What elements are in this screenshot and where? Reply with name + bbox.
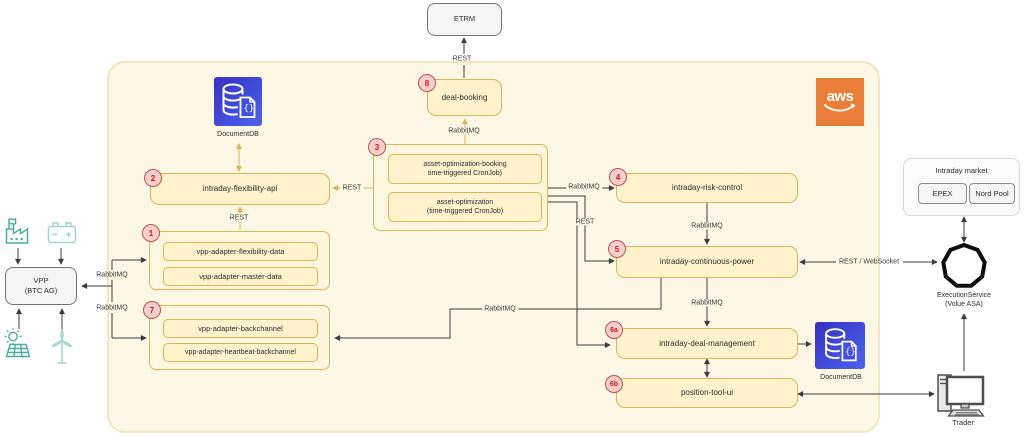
docdb-braces-glyph: {} xyxy=(845,348,855,358)
node-intraday-flexibility-api: intraday-flexibility-api xyxy=(150,173,330,205)
node-asset-optimization-booking: asset-optimization-booking time-triggere… xyxy=(388,154,542,184)
node-vpp-adapter-flexibility-data: vpp-adapter-flexibility-data xyxy=(163,242,318,261)
node-intraday-deal-management: intraday-deal-management xyxy=(616,328,798,359)
execution-service-icon xyxy=(940,242,988,290)
edge-label-rest-power: REST xyxy=(573,218,597,226)
asset-optimization-line1: asset-optimization xyxy=(436,198,494,206)
node-position-tool-ui: position-tool-ui xyxy=(616,378,798,408)
node-intraday-continuous-power: intraday-continuous-power xyxy=(616,246,798,278)
documentdb-icon-right: {} xyxy=(815,322,865,369)
node-intraday-risk-control: intraday-risk-control xyxy=(616,173,798,203)
badge-1: 1 xyxy=(142,224,160,242)
trader-computer-icon xyxy=(936,370,990,418)
trader-caption: Trader xyxy=(952,418,974,427)
documentdb-icon-top: {} xyxy=(214,77,262,126)
epex-box: EPEX xyxy=(918,183,967,204)
badge-7: 7 xyxy=(143,301,161,319)
node-vpp-adapter-heartbeat-backchannel: vpp-adapter-heartbeat-backchannel xyxy=(163,343,318,362)
wind-turbine-icon xyxy=(47,328,77,366)
edge-label-rest-etrm: REST xyxy=(452,55,472,63)
edge-label-rest-flex-bottom: REST xyxy=(227,214,251,222)
documentdb-top-caption: DocumentDB xyxy=(217,131,259,138)
group-vpp-adapter-backchannel: vpp-adapter-backchannel vpp-adapter-hear… xyxy=(149,305,330,370)
badge-2: 2 xyxy=(144,169,162,187)
vpp-label-line2: (BTC AG) xyxy=(24,286,58,295)
edge-label-rabbitmq-risk: RabbitMQ xyxy=(566,183,602,191)
node-deal-booking: deal-booking xyxy=(427,79,502,116)
badge-3: 3 xyxy=(368,138,386,156)
edge-label-rabbitmq-power: RabbitMQ xyxy=(689,222,725,230)
badge-4: 4 xyxy=(609,168,627,186)
aws-logo-text: aws xyxy=(826,88,854,105)
edge-label-rest-flex-right: REST xyxy=(340,184,364,192)
asset-optimization-booking-line1: asset-optimization-booking xyxy=(423,160,507,168)
aws-smile-icon xyxy=(823,103,856,112)
solar-panel-icon xyxy=(3,328,33,361)
edge-label-rabbitmq-vpp-bottom: RabbitMQ xyxy=(96,304,128,312)
badge-6b: 6b xyxy=(605,375,623,393)
execution-service-caption-line1: ExecutionService xyxy=(936,292,992,299)
nord-pool-box: Nord Pool xyxy=(969,183,1015,204)
node-vpp-adapter-backchannel: vpp-adapter-backchannel xyxy=(163,319,318,338)
badge-8: 8 xyxy=(418,74,436,92)
intraday-market-box: Intraday market EPEX Nord Pool xyxy=(903,158,1020,216)
edge-label-rabbitmq-vpp-top: RabbitMQ xyxy=(96,271,128,279)
vpp-node: VPP (BTC AG) xyxy=(5,267,77,305)
execution-service-caption-line2: (Volue ASA) xyxy=(945,301,983,308)
docdb-braces-glyph: {} xyxy=(244,104,255,114)
badge-5: 5 xyxy=(608,240,626,258)
group-vpp-adapter-data: vpp-adapter-flexibility-data vpp-adapter… xyxy=(149,231,330,290)
asset-optimization-line2: (time-triggered CronJob) xyxy=(426,208,504,215)
documentdb-right-caption: DocumentDB xyxy=(820,374,862,381)
edge-label-rabbitmq-backchannel: RabbitMQ xyxy=(482,305,518,313)
group-asset-optimization: asset-optimization-booking time-triggere… xyxy=(373,144,548,231)
battery-icon xyxy=(47,221,77,244)
edge-label-rest-websocket: REST / WebSocket xyxy=(838,258,900,266)
edge-label-rabbitmq-deal-mgmt: RabbitMQ xyxy=(689,299,725,307)
node-asset-optimization: asset-optimization (time-triggered CronJ… xyxy=(388,192,542,222)
aws-logo: aws xyxy=(816,78,864,126)
node-vpp-adapter-master-data: vpp-adapter-master-data xyxy=(163,267,318,286)
vpp-label-line1: VPP xyxy=(33,275,49,285)
asset-optimization-booking-line2: time-triggered CronJob) xyxy=(428,170,502,177)
etrm-node: ETRM xyxy=(427,3,502,36)
factory-icon xyxy=(4,216,32,244)
edge-label-rabbitmq-deal-booking: RabbitMQ xyxy=(446,127,482,135)
intraday-market-title: Intraday market xyxy=(935,166,988,175)
badge-6a: 6a xyxy=(605,321,623,339)
